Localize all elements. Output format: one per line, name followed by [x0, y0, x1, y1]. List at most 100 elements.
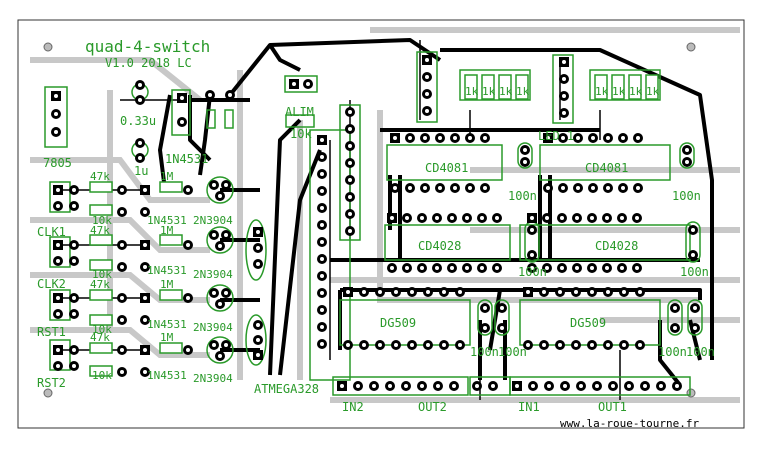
pad-hole [579, 384, 583, 388]
pad-hole [452, 384, 456, 388]
pad-hole [483, 306, 487, 310]
pad-hole [438, 186, 442, 190]
pad-hole [673, 326, 677, 330]
pad-hole [320, 189, 324, 193]
cap-1u-label: 1u [134, 164, 148, 178]
pad-hole [393, 136, 397, 140]
pad-hole [627, 384, 631, 388]
ch3-r2: 10k [92, 323, 112, 336]
pad-hole [595, 384, 599, 388]
led-label: LED 1 [538, 129, 574, 143]
pad-hole [590, 216, 594, 220]
pad-hole [590, 290, 594, 294]
pad-hole [605, 266, 609, 270]
pad-hole [546, 136, 550, 140]
pad-hole [436, 384, 440, 388]
pad-hole [320, 291, 324, 295]
r1k-a: 1k [465, 85, 479, 98]
pad-hole [143, 318, 147, 322]
pad-hole [224, 233, 228, 237]
connector-in2: IN2 [342, 400, 364, 414]
pad-hole [606, 343, 610, 347]
dg509-left-label: DG509 [380, 316, 416, 330]
ch2-transistor: 2N3904 [193, 268, 233, 281]
pad-hole [72, 188, 76, 192]
channel-labels: 47k 10k 1M 1N4531 2N3904 47k 10k 1M 1N45… [90, 170, 233, 385]
pad-hole [348, 212, 352, 216]
pad-hole [561, 186, 565, 190]
pad-hole [542, 343, 546, 347]
pad-hole [256, 262, 260, 266]
pad-hole [590, 343, 594, 347]
pad-hole [636, 186, 640, 190]
ch4-r1: 47k [90, 331, 110, 344]
pad-hole [256, 246, 260, 250]
pad-hole [638, 290, 642, 294]
pad-hole [576, 186, 580, 190]
connector-out1: OUT1 [598, 400, 627, 414]
input-rst1: RST1 [37, 325, 66, 339]
pad-hole [388, 384, 392, 388]
pad-hole [120, 243, 124, 247]
pad-hole [542, 290, 546, 294]
pad-hole [320, 308, 324, 312]
pad-hole [212, 291, 216, 295]
pad-hole [636, 136, 640, 140]
pad-hole [685, 148, 689, 152]
pad-hole [394, 343, 398, 347]
pad-hole [72, 243, 76, 247]
regulator-label: 7805 [43, 156, 72, 170]
pad-hole [611, 384, 615, 388]
pad-hole [72, 312, 76, 316]
pad-hole [180, 120, 184, 124]
pad-hole [410, 343, 414, 347]
pad-hole [442, 343, 446, 347]
pad-hole [72, 348, 76, 352]
pad-hole [576, 136, 580, 140]
pad-hole [560, 266, 564, 270]
pad-hole [143, 265, 147, 269]
pad-hole [606, 290, 610, 294]
pad-hole [420, 384, 424, 388]
pad-hole [638, 343, 642, 347]
pad-hole [120, 210, 124, 214]
pad-hole [346, 290, 350, 294]
pad-hole [423, 186, 427, 190]
ch1-r1: 47k [90, 170, 110, 183]
pad-hole [606, 136, 610, 140]
pad-hole [390, 216, 394, 220]
cap-100n-c: 100n [518, 265, 547, 279]
pad-hole [320, 155, 324, 159]
pad-hole [320, 206, 324, 210]
pad-hole [320, 240, 324, 244]
pad-hole [693, 306, 697, 310]
pad-hole [405, 266, 409, 270]
pad-hole [212, 343, 216, 347]
pad-hole [72, 296, 76, 300]
input-clk2: CLK2 [37, 277, 66, 291]
pad-hole [256, 338, 260, 342]
pad-hole [143, 243, 147, 247]
pad-hole [186, 188, 190, 192]
r1k-h: 1k [646, 85, 660, 98]
pad-hole [72, 259, 76, 263]
pad-hole [530, 228, 534, 232]
pad-hole [56, 243, 60, 247]
pad-hole [620, 266, 624, 270]
pad-hole [450, 266, 454, 270]
pad-hole [320, 138, 324, 142]
pad-hole [372, 384, 376, 388]
pad-hole [138, 83, 142, 87]
pad-hole [292, 82, 296, 86]
pad-hole [120, 318, 124, 322]
pad-hole [340, 384, 344, 388]
pad-hole [218, 244, 222, 248]
cd4081-right-label: CD4081 [585, 161, 628, 175]
ch1-diode: 1N4531 [147, 214, 187, 227]
pad-hole [480, 266, 484, 270]
pad-hole [212, 183, 216, 187]
connector-out2: OUT2 [418, 400, 447, 414]
pad-hole [224, 183, 228, 187]
pad-hole [425, 92, 429, 96]
